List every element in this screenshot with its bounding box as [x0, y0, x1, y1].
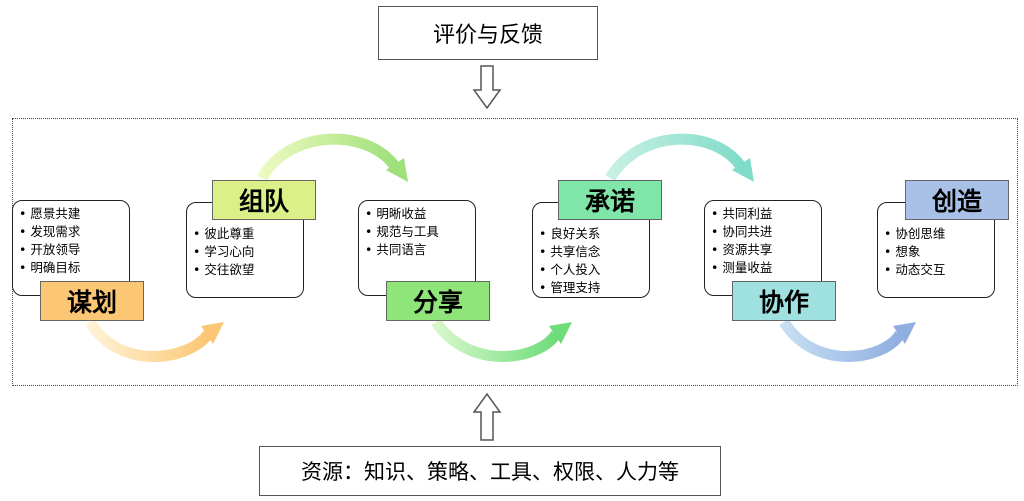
feedback-box: 评价与反馈	[378, 6, 598, 60]
list-item: 协同共进	[711, 223, 821, 241]
feedback-label: 评价与反馈	[432, 23, 543, 48]
stage-title: 谋划	[66, 288, 117, 317]
list-item: 学习心向	[193, 243, 303, 261]
list-item: 规范与工具	[365, 223, 475, 241]
stage-tag-creation: 创造	[905, 180, 1009, 220]
stage-tag-sharing: 分享	[386, 281, 490, 321]
hollow-up-arrow-icon	[472, 392, 502, 441]
stage-card-sharing: 明晰收益 规范与工具 共同语言	[358, 200, 476, 296]
curve-arrow-5	[779, 318, 905, 362]
list-item: 发现需求	[19, 223, 129, 241]
stage-title: 承诺	[584, 187, 635, 216]
stage-title: 组队	[238, 187, 289, 216]
stage-card-collaboration: 共同利益 协同共进 资源共享 测量收益	[704, 200, 822, 296]
list-item: 愿景共建	[19, 205, 129, 223]
list-item: 测量收益	[711, 259, 821, 277]
stage-tag-commitment: 承诺	[558, 180, 662, 220]
stage-tag-planning: 谋划	[40, 281, 144, 321]
list-item: 共享信念	[539, 243, 649, 261]
list-item: 明晰收益	[365, 205, 475, 223]
list-item: 共同语言	[365, 241, 475, 259]
stage-title: 协作	[758, 288, 809, 317]
list-item: 管理支持	[539, 279, 649, 297]
list-item: 良好关系	[539, 225, 649, 243]
process-frame	[12, 118, 1018, 386]
list-item: 资源共享	[711, 241, 821, 259]
hollow-down-arrow-icon	[472, 65, 502, 110]
list-item: 协创思维	[884, 225, 994, 243]
resources-label: 资源：知识、策略、工具、权限、人力等	[301, 460, 679, 484]
stage-card-planning: 愿景共建 发现需求 开放领导 明确目标	[12, 200, 130, 296]
list-item: 想象	[884, 243, 994, 261]
stage-tag-teaming-front: 组队	[212, 180, 316, 220]
curve-arrow-3	[431, 318, 561, 362]
stage-tag-collaboration: 协作	[732, 281, 836, 321]
list-item: 交往欲望	[193, 261, 303, 279]
curve-arrow-1	[85, 318, 213, 362]
list-item: 动态交互	[884, 261, 994, 279]
stage-title: 分享	[412, 288, 463, 317]
list-item: 开放领导	[19, 241, 129, 259]
list-item: 个人投入	[539, 261, 649, 279]
stage-title: 创造	[931, 187, 982, 216]
list-item: 明确目标	[19, 259, 129, 277]
list-item: 彼此尊重	[193, 225, 303, 243]
list-item: 共同利益	[711, 205, 821, 223]
resources-box: 资源：知识、策略、工具、权限、人力等	[259, 446, 721, 496]
curve-arrow-2	[257, 133, 401, 181]
curve-arrow-4	[605, 133, 747, 182]
